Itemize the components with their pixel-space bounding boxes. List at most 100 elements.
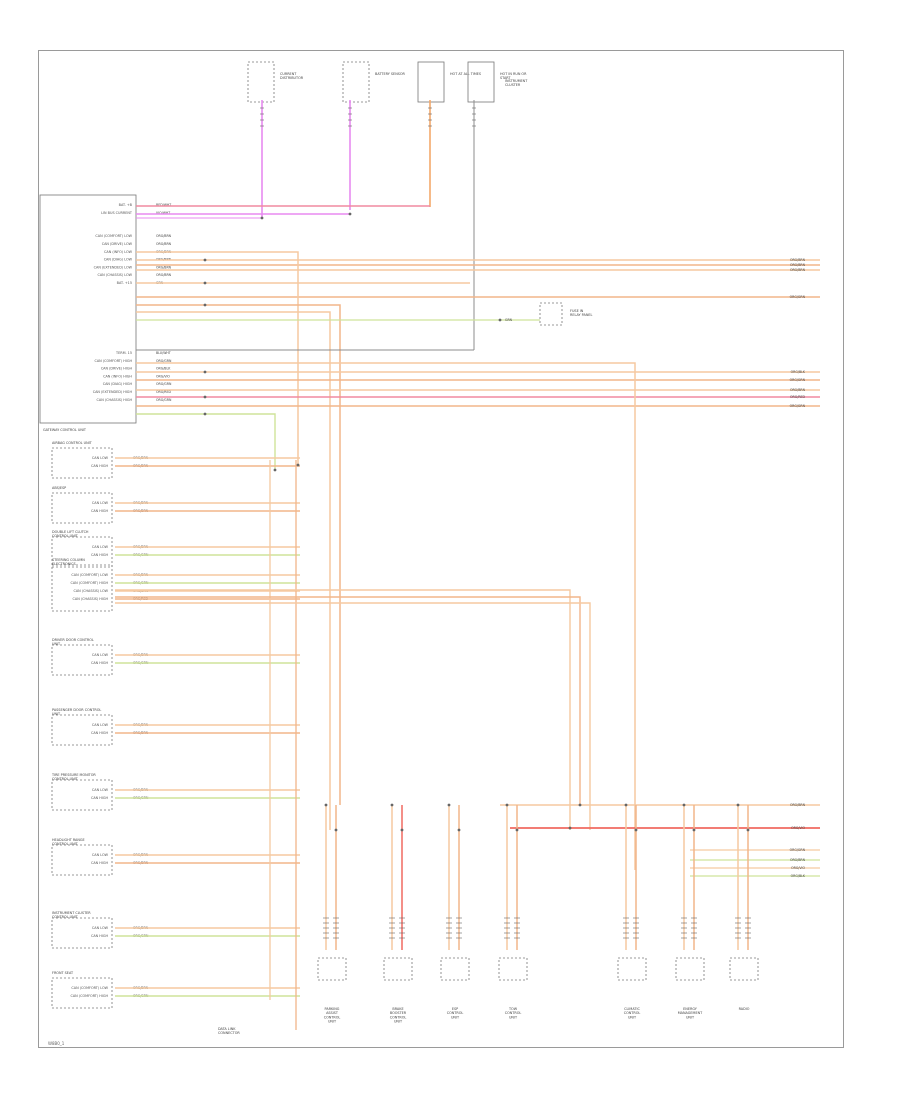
splice-dot <box>746 828 750 832</box>
bottom-module-box <box>675 957 705 981</box>
module-pin-label: CAN HIGH <box>91 796 108 800</box>
wire-green <box>136 413 276 470</box>
module-name: CONTROL UNIT <box>52 777 79 781</box>
right-wire-tag: ORG/BRN <box>790 268 806 272</box>
module-name: PASSENGER DOOR CONTROL <box>52 708 101 712</box>
splice-dot <box>736 803 740 807</box>
wire-tag: ORG/BRN <box>156 242 172 246</box>
module-pin-label: CAN (COMFORT) LOW <box>71 986 108 990</box>
wire-can-bus <box>136 362 636 870</box>
gateway-pin-label: CAN (DRIVE) LOW <box>102 242 133 246</box>
bottom-module-box <box>440 957 470 981</box>
splice-dot <box>334 828 338 832</box>
splice-dot <box>324 803 328 807</box>
bottom-module-box <box>729 957 759 981</box>
connector-label: CONNECTOR <box>218 1031 240 1035</box>
fuse-label: RELAY PANEL <box>570 313 592 317</box>
module-pin-label: CAN HIGH <box>91 861 108 865</box>
bottom-module-box <box>383 957 413 981</box>
splice-dot <box>400 828 404 832</box>
wire-can-bus <box>136 311 331 830</box>
wire-tag: ORG/RED <box>156 390 171 394</box>
gateway-name: GATEWAY CONTROL UNIT <box>43 428 87 432</box>
splice-dot <box>203 303 207 307</box>
module-box <box>51 644 113 676</box>
module-name: INSTRUMENT CLUSTER <box>52 911 91 915</box>
module-pin-label: CAN HIGH <box>91 464 108 468</box>
top-component-box <box>467 61 495 103</box>
right-wire-tag: ORG/RED <box>790 395 805 399</box>
bottom-module-name: UNIT <box>328 1020 337 1024</box>
bottom-module-name: MANAGEMENT <box>678 1011 703 1015</box>
gateway-pin-label: CAN (COMFORT) LOW <box>95 234 132 238</box>
bottom-module-name: CLIMATIC <box>624 1007 640 1011</box>
module-box <box>51 536 113 568</box>
module-pin-label: CAN HIGH <box>91 553 108 557</box>
module-box <box>51 492 113 524</box>
bottom-module-name: BOOSTER <box>390 1011 407 1015</box>
right-wire-tag: ORG/BRN <box>790 803 806 807</box>
bottom-module-name: UNIT <box>686 1015 695 1019</box>
module-pin-label: CAN (CHASSIS) LOW <box>73 589 108 593</box>
wire-tag: ORG/VIO <box>156 374 170 378</box>
bottom-module-name: ASSIST <box>326 1011 339 1015</box>
top-component-name: HOT IN RUN OR <box>500 72 527 76</box>
splice-dot <box>348 212 352 216</box>
splice-dot <box>447 803 451 807</box>
module-pin-label: CAN HIGH <box>91 731 108 735</box>
module-pin-label: CAN (CHASSIS) HIGH <box>73 597 109 601</box>
splice-dot <box>203 258 207 262</box>
wire-tag: VIO/WHT <box>156 211 170 215</box>
gateway-pin-label: CAN (DRIVE) HIGH <box>101 367 133 371</box>
splice-dot <box>578 803 582 807</box>
splice-dot <box>515 828 519 832</box>
bottom-module-name: CONTROL <box>447 1011 464 1015</box>
diagram-frame <box>38 50 844 1048</box>
bottom-module-name: ENERGY <box>683 1007 698 1011</box>
wire-tag: ORG/BRN <box>156 273 172 277</box>
gateway-pin-label: CAN (CHASSIS) HIGH <box>97 398 133 402</box>
module-name: AIRBAG CONTROL UNIT <box>52 441 93 445</box>
bottom-module-box <box>317 957 347 981</box>
wire-tag: ORG/GRN <box>156 382 172 386</box>
right-wire-tag: ORG/GRN <box>790 295 806 299</box>
wire-tag: ORG/BLK <box>156 367 171 371</box>
bottom-module-box <box>617 957 647 981</box>
top-component-name: BATTERY SENSOR <box>375 72 406 76</box>
top-component-box <box>417 61 445 103</box>
module-pin-label: CAN LOW <box>92 545 109 549</box>
right-wire-tag: ORG/GRN <box>790 404 806 408</box>
splice-dot <box>260 216 264 220</box>
module-name: CONTROL UNIT <box>52 534 79 538</box>
fuse-label: FUSE IN <box>570 309 584 313</box>
right-wire-tag: ORG/BLK <box>791 370 806 374</box>
fuse-box <box>539 302 563 326</box>
wire-can-bus <box>115 602 591 830</box>
gateway-pin-label: BAT. +B <box>119 203 133 207</box>
wire-tag: ORG/BRN <box>156 234 172 238</box>
module-pin-label: CAN LOW <box>92 723 109 727</box>
module-name: UNIT <box>52 712 61 716</box>
splice-dot <box>498 318 502 322</box>
module-box <box>51 844 113 876</box>
top-component-box <box>342 61 370 103</box>
module-name: UNIT <box>52 642 61 646</box>
module-box <box>51 564 113 612</box>
right-wire-tag: ORG/BRN <box>790 388 806 392</box>
splice-dot <box>682 803 686 807</box>
wire-can-bus <box>115 596 581 805</box>
bottom-module-name: CONTROL <box>505 1011 522 1015</box>
gateway-pin-label: CAN (DIAG) LOW <box>104 258 133 262</box>
splice-dot <box>634 828 638 832</box>
right-wire-tag: ORG/VIO <box>791 826 805 830</box>
module-name: FRONT SEAT <box>52 971 74 975</box>
module-name: DOUBLE LIFT CLUTCH <box>52 530 89 534</box>
module-pin-label: CAN HIGH <box>91 934 108 938</box>
gateway-pin-label: TERM. 15 <box>115 351 132 355</box>
right-wire-tag: ORG/BRN <box>790 858 806 862</box>
bottom-module-name: ESP <box>452 1007 458 1011</box>
module-pin-label: CAN LOW <box>92 456 109 460</box>
module-name: DRIVER DOOR CONTROL <box>52 638 94 642</box>
module-name: TIRE PRESSURE MONITOR <box>51 773 96 777</box>
module-pin-label: CAN LOW <box>92 853 109 857</box>
